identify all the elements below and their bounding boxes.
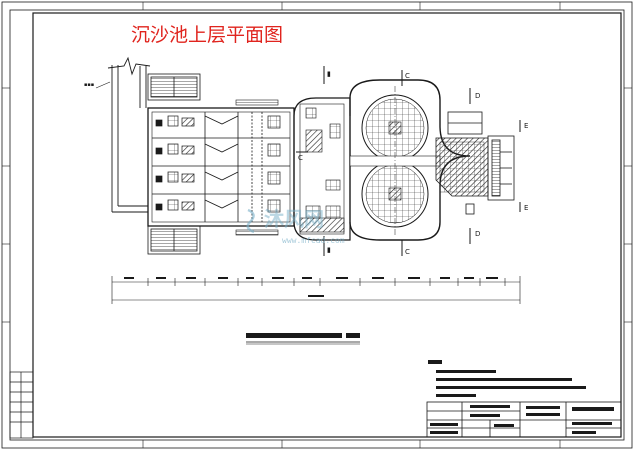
title-block-marks xyxy=(430,405,614,434)
svg-text:D: D xyxy=(475,92,480,100)
drawing-title: 沉沙池上层平面图 xyxy=(131,24,283,46)
svg-text:C: C xyxy=(298,154,303,162)
plan-caption xyxy=(246,333,360,345)
wind-icon xyxy=(246,208,255,234)
svg-text:E: E xyxy=(524,204,528,212)
discharge-ramp xyxy=(435,111,515,215)
margin-stamp xyxy=(9,371,34,439)
svg-text:▮: ▮ xyxy=(327,70,331,78)
svg-text:D: D xyxy=(475,230,480,238)
svg-text:▮: ▮ xyxy=(327,246,331,254)
pipe-label: ▪▪▪ xyxy=(84,82,94,88)
svg-text:E: E xyxy=(524,122,528,130)
section-letters: ▮ ▮ C C D D E E C xyxy=(298,70,528,256)
svg-text:C: C xyxy=(405,72,410,80)
dimension-lines xyxy=(111,276,521,304)
stair-top xyxy=(147,73,201,101)
grit-channels xyxy=(152,112,290,222)
valve-blocks xyxy=(155,115,281,213)
inlet-pipe xyxy=(107,56,151,213)
watermark-text: 沐风网 xyxy=(264,207,324,231)
svg-text:C: C xyxy=(405,248,410,256)
stair-bottom xyxy=(147,225,201,255)
plan-drawing: ▪▪▪ xyxy=(84,56,528,304)
watermark-url: www.mfcad.com xyxy=(282,236,345,245)
connecting-gallery xyxy=(293,97,351,241)
notes-block xyxy=(428,360,586,397)
channel-labels xyxy=(235,99,279,236)
dimension-ticks xyxy=(124,277,498,297)
title-block xyxy=(426,401,622,438)
section-marker-icon xyxy=(296,66,521,256)
